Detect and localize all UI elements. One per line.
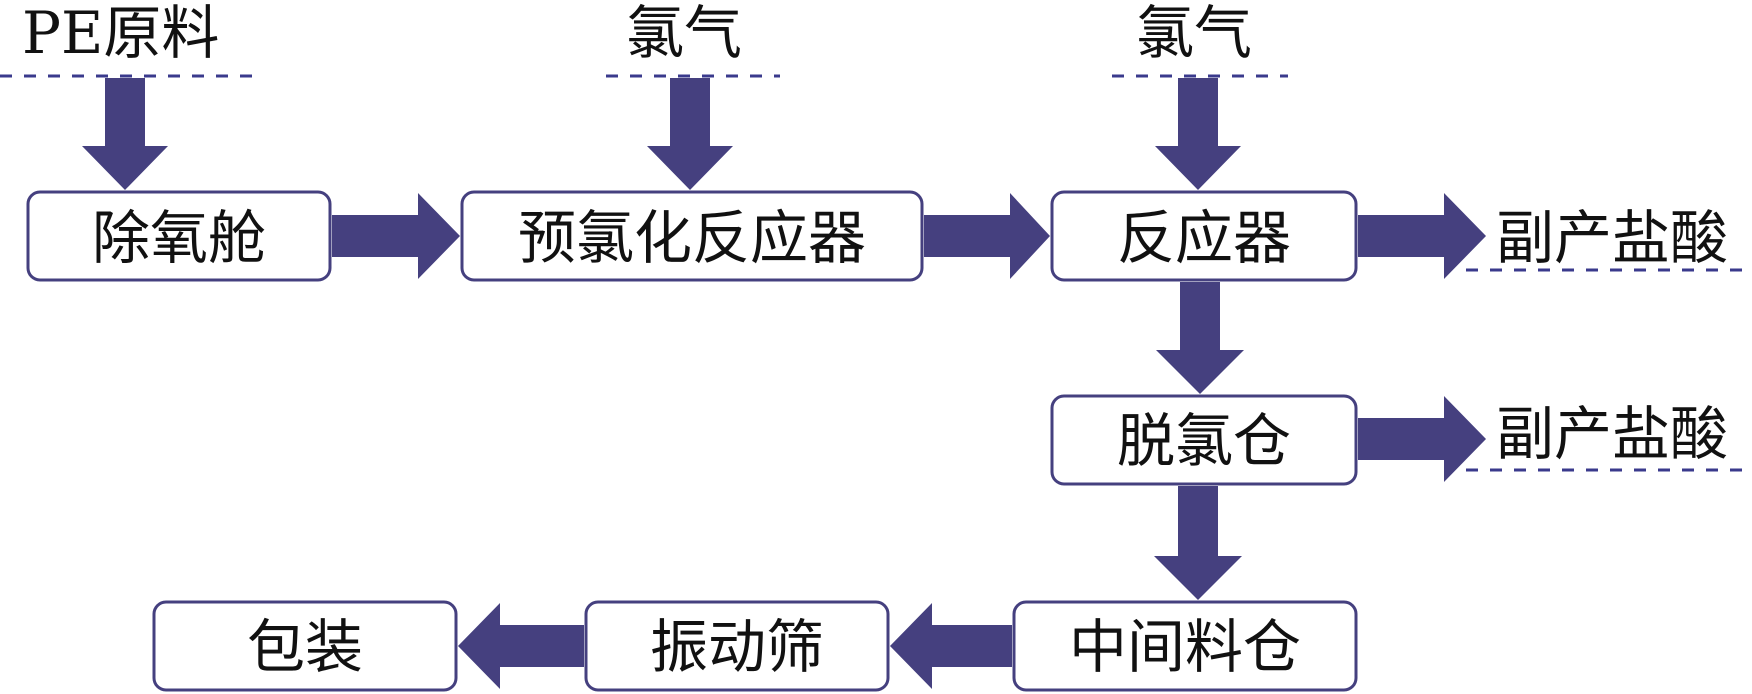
box-sieve bbox=[584, 600, 890, 692]
box-prechlorination bbox=[460, 190, 924, 282]
arrow-reactor-to-dechlorination bbox=[1156, 282, 1244, 394]
arrow-reactor-to-byproduct-1 bbox=[1358, 193, 1486, 279]
box-packaging bbox=[152, 600, 458, 692]
box-packaging-label: 包装 bbox=[247, 613, 363, 681]
arrow-down-pe-to-deoxygen bbox=[82, 78, 168, 190]
box-prechlorination-label: 预氯化反应器 bbox=[518, 204, 866, 272]
arrow-deoxygen-to-prechlorination bbox=[332, 193, 460, 279]
box-sieve-label: 振动筛 bbox=[650, 613, 824, 681]
arrow-down-chlorine-to-prechlorination bbox=[647, 78, 733, 190]
arrow-down-chlorine-to-reactor bbox=[1155, 78, 1241, 190]
box-deoxygen bbox=[26, 190, 332, 282]
arrow-prechlorination-to-reactor bbox=[924, 193, 1050, 279]
input-label-pe-raw: PE原料 bbox=[22, 0, 219, 67]
input-label-chlorine-2: 氯气 bbox=[1136, 0, 1252, 67]
box-reactor bbox=[1050, 190, 1358, 282]
box-dechlorination-label: 脱氯仓 bbox=[1117, 407, 1291, 475]
arrow-intermediate-to-sieve bbox=[890, 603, 1012, 689]
box-deoxygen-label: 除氧舱 bbox=[92, 204, 266, 272]
byproduct-label-2: 副产盐酸 bbox=[1496, 400, 1728, 468]
arrow-dechlorination-to-intermediate bbox=[1154, 486, 1242, 600]
input-label-chlorine-1: 氯气 bbox=[626, 0, 742, 67]
arrow-sieve-to-packaging bbox=[458, 603, 584, 689]
box-intermediate-label: 中间料仓 bbox=[1069, 613, 1301, 681]
box-reactor-label: 反应器 bbox=[1117, 204, 1291, 272]
box-intermediate bbox=[1012, 600, 1358, 692]
arrow-dechlorination-to-byproduct-2 bbox=[1358, 396, 1486, 482]
byproduct-label-1: 副产盐酸 bbox=[1496, 204, 1728, 272]
box-dechlorination bbox=[1050, 394, 1358, 486]
